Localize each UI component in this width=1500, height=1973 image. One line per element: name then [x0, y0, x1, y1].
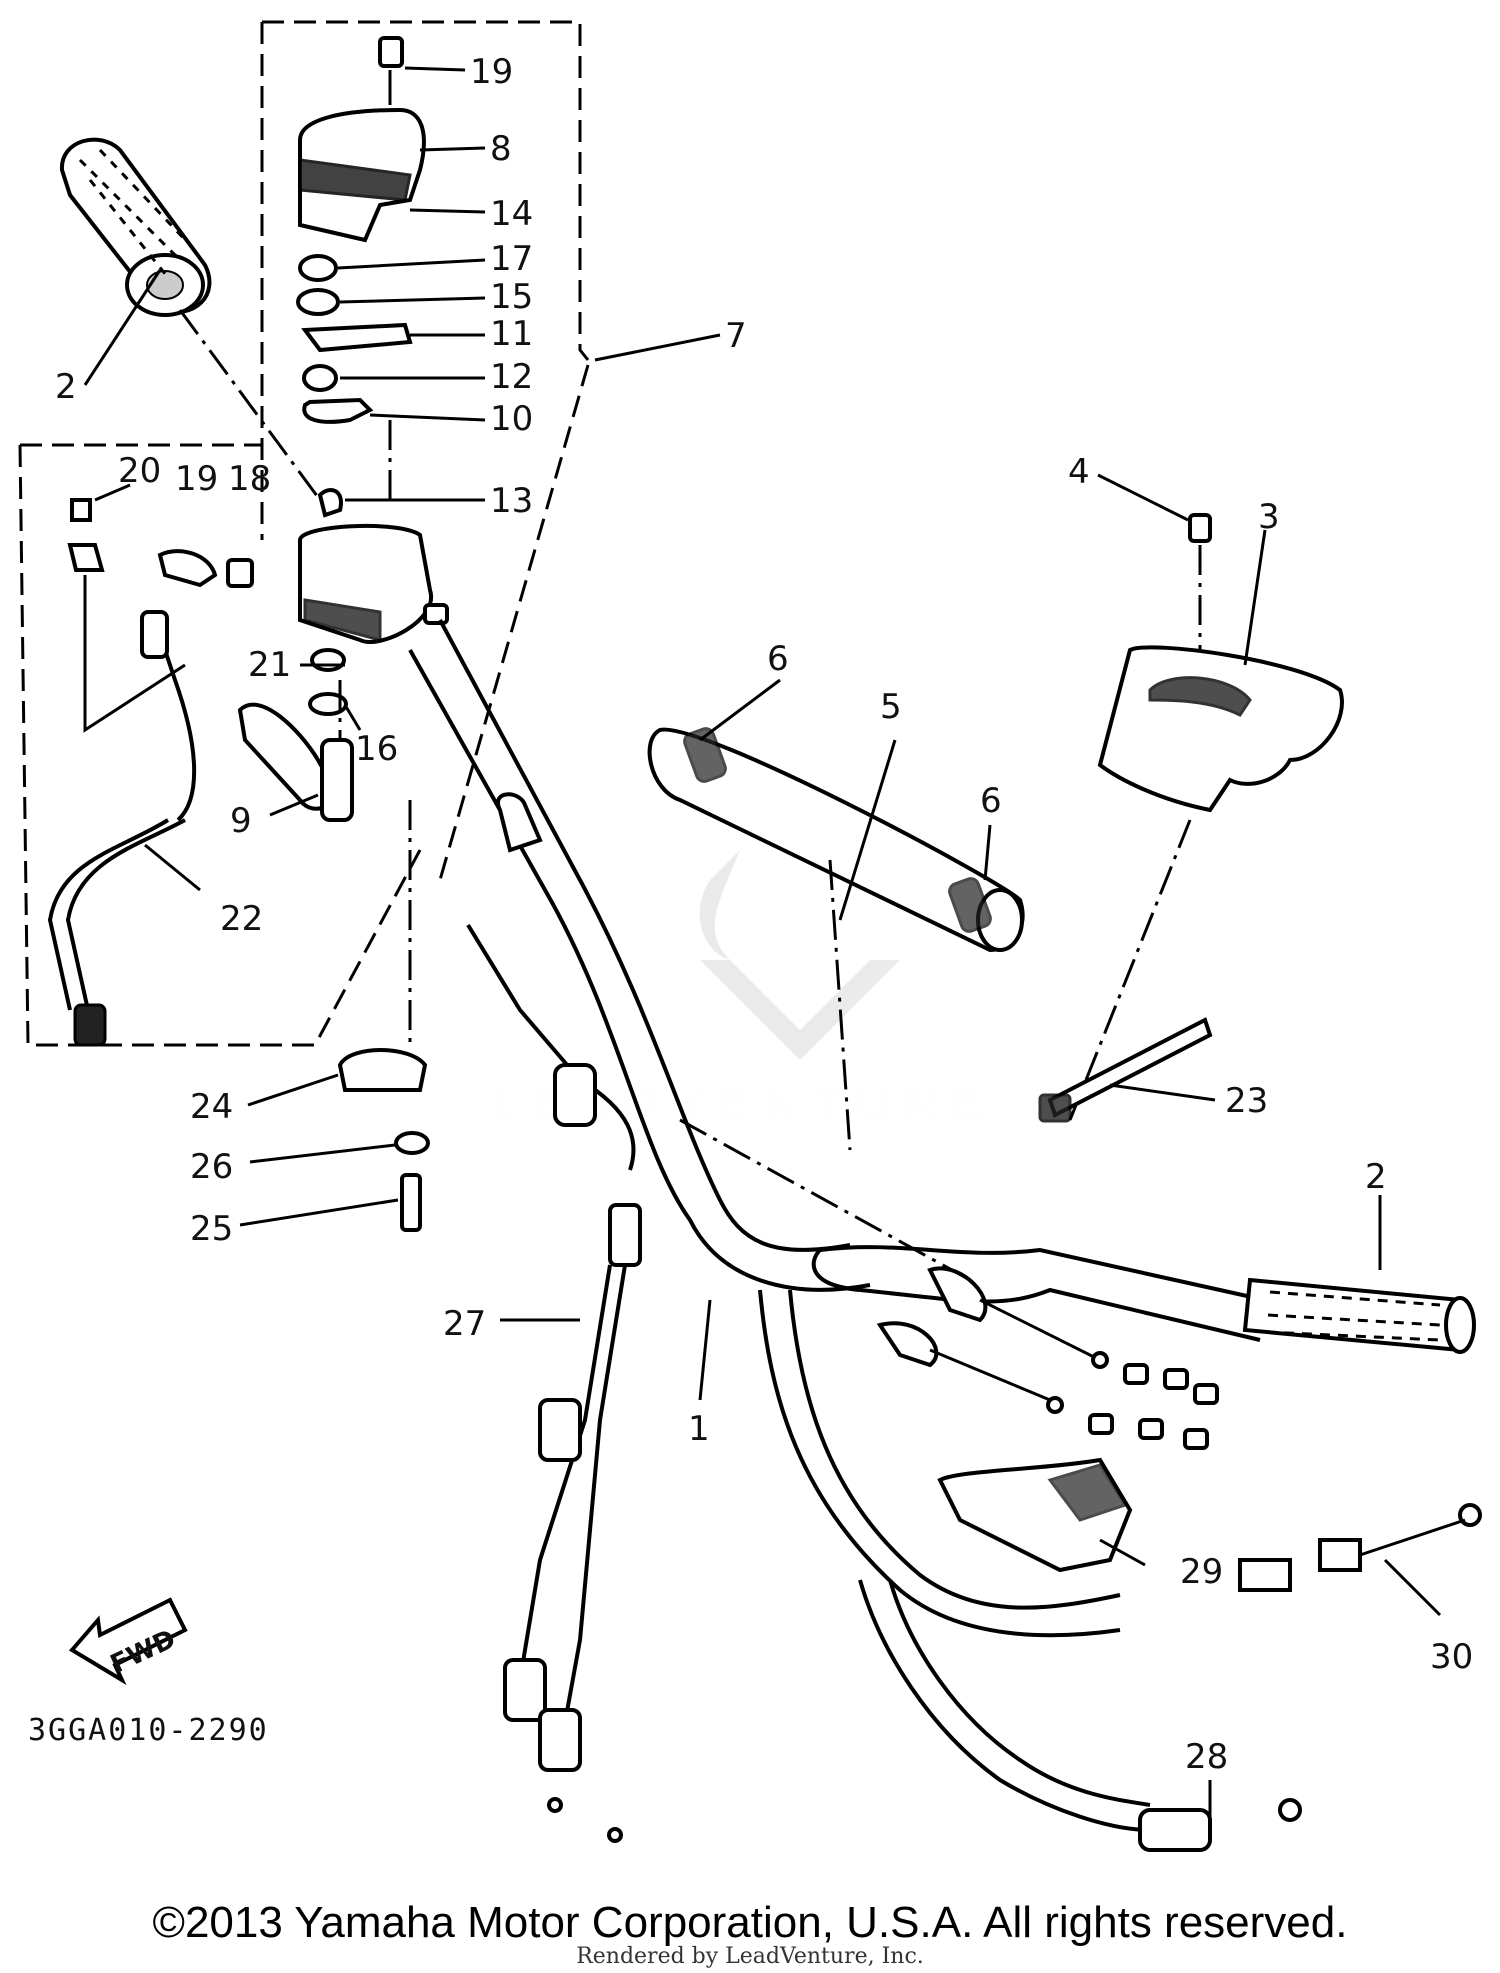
left-grip [59, 137, 322, 501]
diagram-code: 3GGA010-2290 [28, 1713, 269, 1748]
callout-19-top: 19 [470, 52, 513, 92]
callout-5: 5 [880, 687, 902, 727]
callout-13: 13 [490, 481, 533, 521]
callout-4: 4 [1068, 452, 1090, 492]
assembly-box-7-upper [262, 20, 590, 361]
throttle-grip-tube [647, 727, 1025, 1151]
callout-3: 3 [1258, 497, 1280, 537]
callout-6-left: 6 [767, 639, 789, 679]
callout-21: 21 [248, 645, 291, 685]
callout-16: 16 [355, 729, 398, 769]
callout-12: 12 [490, 357, 533, 397]
callout-6-right: 6 [980, 781, 1002, 821]
throttle-lever [237, 680, 354, 822]
forward-arrow-icon: FWD [68, 1597, 188, 1686]
callout-26: 26 [190, 1147, 233, 1187]
callout-23: 23 [1225, 1081, 1268, 1121]
callout-30: 30 [1430, 1637, 1473, 1677]
copyright-notice: ©2013 Yamaha Motor Corporation, U.S.A. A… [152, 1898, 1348, 1947]
throttle-cable [466, 923, 642, 1843]
right-switch-housing [1068, 513, 1344, 1121]
callout-19-left: 19 [175, 459, 218, 499]
throttle-housing-cover [296, 36, 426, 518]
callout-2-right: 2 [1365, 1157, 1387, 1197]
assembly-box-switch [18, 444, 422, 1047]
callout-7: 7 [725, 316, 747, 356]
callout-25: 25 [190, 1209, 233, 1249]
callout-11: 11 [490, 314, 533, 354]
callout-17: 17 [490, 239, 533, 279]
callout-22: 22 [220, 899, 263, 939]
callout-labels: 19 8 14 17 15 11 12 10 7 2 20 19 18 13 2… [55, 52, 1473, 1777]
rendered-by-note: Rendered by LeadVenture, Inc. [576, 1944, 924, 1969]
callout-2-left: 2 [55, 367, 77, 407]
lever-bracket [679, 1118, 1133, 1573]
callout-24: 24 [190, 1087, 233, 1127]
callout-1: 1 [688, 1409, 710, 1449]
callout-27: 27 [443, 1304, 486, 1344]
assembly-box-7-diagonal [438, 364, 590, 881]
callout-14: 14 [490, 194, 533, 234]
cable-band [1038, 1017, 1213, 1123]
leader-7 [594, 333, 721, 362]
holder-clamp [337, 800, 430, 1232]
callout-9: 9 [230, 801, 252, 841]
callout-10: 10 [490, 399, 533, 439]
callout-15: 15 [490, 277, 533, 317]
callout-8: 8 [490, 129, 512, 169]
leader-lines [83, 66, 1442, 1830]
leadventure-watermark: LEADVENTURE [699, 850, 900, 1060]
callout-18: 18 [228, 459, 271, 499]
brake-cables [758, 1289, 1482, 1852]
callout-20: 20 [118, 451, 161, 491]
callout-28: 28 [1185, 1737, 1228, 1777]
callout-29: 29 [1180, 1552, 1223, 1592]
right-grip [1242, 1277, 1476, 1354]
small-parts-cluster [1088, 1363, 1219, 1450]
switch-lead-wire [47, 575, 197, 1047]
